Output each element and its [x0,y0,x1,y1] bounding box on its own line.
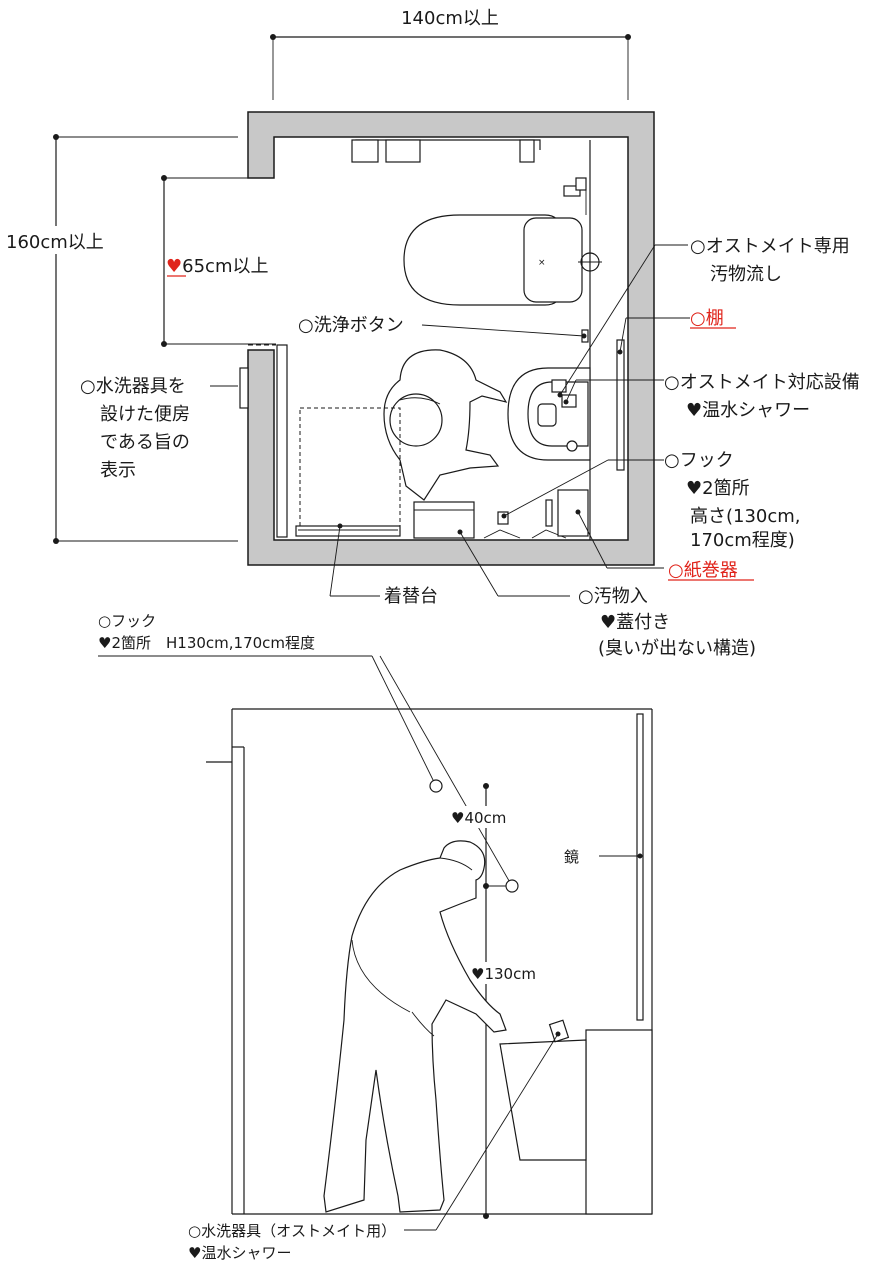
label-changing-board: 着替台 [384,586,438,607]
waste-bin [413,501,475,539]
svg-text:×: × [538,258,546,268]
inner-dimension: ♥65cm以上 [161,175,276,347]
hook-elevation-lower [505,879,519,893]
label-sign-1: ○水洗器具を [80,376,186,397]
dim-depth-label: 160cm以上 [6,232,104,253]
depth-dimension: 160cm以上 [0,134,238,544]
label-sign-4: 表示 [100,460,136,481]
label-mirror: 鏡 [564,848,579,866]
person-elevation [323,840,507,1213]
ostomate-sink [507,367,591,461]
dim-inner-label: ♥65cm以上 [166,256,268,277]
label-ostomate-equipment: ○オストメイト対応設備 [664,372,860,393]
ostomate-washbasin [499,1019,653,1215]
label-dim-130: ♥130cm [471,965,536,983]
plan-walls [247,111,655,566]
toilet: × [403,177,602,306]
shelf [616,339,625,471]
label-waste-bin-2: ♥蓋付き [600,612,670,633]
label-waste-bin-1: ○汚物入 [578,586,648,607]
label-hook-4: 170cm程度) [690,530,795,551]
label-hook-1: ○フック [664,450,734,471]
elevation-view: ○フック ♥2箇所 H130cm,170cm程度 鏡 [98,612,653,1262]
hook-elevation-upper [429,779,443,793]
label-faucet: ○水洗器具（オストメイト用） [188,1222,396,1240]
label-dim-40: ♥40cm [451,809,506,827]
label-waste-bin-3: (臭いが出ない構造) [598,638,756,659]
grab-bar-top [351,139,541,163]
paper-holder [557,489,589,537]
door-leaf [276,344,288,538]
label-sign-3: である旨の [100,432,190,453]
label-hook-note-2: ♥2箇所 H130cm,170cm程度 [98,634,315,652]
changing-board [295,407,401,537]
dim-width-label: 140cm以上 [401,8,499,29]
width-dimension: 140cm以上 [270,8,631,100]
person-plan [383,349,508,501]
mirror: 鏡 [564,713,644,1021]
elevation-room [206,708,653,1215]
sign-plate [239,367,249,409]
label-hook-3: 高さ(130cm, [690,506,801,527]
hook-plan-2 [545,499,553,527]
label-shelf: ○棚 [690,308,724,329]
plan-view: 140cm以上 160cm以上 ♥65cm以上 [0,8,860,659]
label-warm-shower: ♥温水シャワー [686,400,810,421]
label-ostomate-sink-2: 汚物流し [710,264,782,285]
label-hook-note-1: ○フック [98,612,156,630]
label-hook-2: ♥2箇所 [686,478,750,499]
label-wash-button: ○洗浄ボタン [298,315,404,336]
label-shower: ♥温水シャワー [188,1244,291,1262]
label-ostomate-sink-1: ○オストメイト専用 [690,236,850,257]
label-paper-holder: ○紙巻器 [668,560,738,581]
label-sign-2: 設けた便房 [100,404,190,425]
plan-leaders [210,244,690,597]
